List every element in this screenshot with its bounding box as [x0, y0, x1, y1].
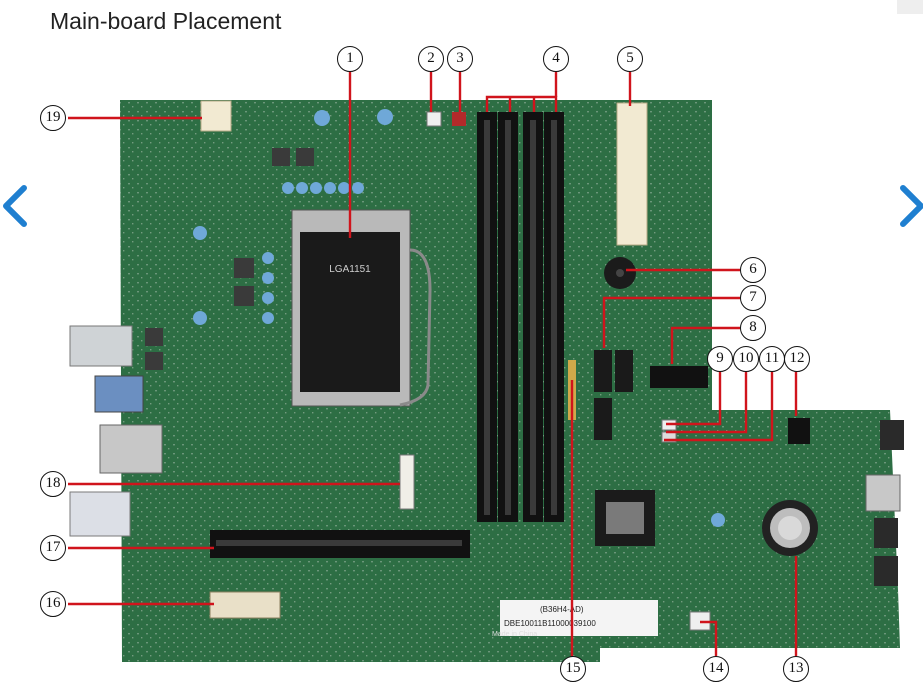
- leader-lines: [68, 72, 798, 656]
- front-audio-jack-2: [874, 518, 898, 548]
- callout-4: 4: [543, 46, 569, 72]
- callout-1: 1: [337, 46, 363, 72]
- atx-power-connector: [616, 102, 648, 246]
- callout-9: 9: [707, 346, 733, 372]
- front-audio-jack-3: [874, 556, 898, 586]
- callout-13: 13: [783, 656, 809, 682]
- cpu-power-connector: [200, 100, 232, 132]
- fan-header-2: [452, 112, 466, 126]
- fan-header-1: [426, 111, 442, 127]
- callout-18: 18: [40, 471, 66, 497]
- callout-16: 16: [40, 591, 66, 617]
- capacitors: [193, 109, 725, 527]
- socket-label: LGA1151: [329, 264, 371, 275]
- rear-usb-ports: [69, 325, 133, 367]
- inductors: [145, 148, 314, 370]
- callout-19: 19: [40, 105, 66, 131]
- board-sticker: [500, 600, 658, 636]
- chevron-left-icon: [3, 185, 27, 227]
- callout-11: 11: [759, 346, 785, 372]
- page-title: Main-board Placement: [50, 8, 282, 34]
- callout-7: 7: [740, 285, 766, 311]
- callout-10: 10: [733, 346, 759, 372]
- m2-slot-wifi: [650, 366, 708, 388]
- made-in-label: Made in China: [492, 631, 537, 638]
- corner-chip: [897, 0, 923, 14]
- sata-port-3: [594, 398, 612, 440]
- next-image-button[interactable]: [893, 184, 923, 228]
- board-serial: DBE10011B11000039100: [504, 619, 596, 628]
- front-usb-port: [865, 474, 901, 512]
- socket-lever: [399, 248, 432, 407]
- callout-8: 8: [740, 315, 766, 341]
- callout-6: 6: [740, 257, 766, 283]
- callout-14: 14: [703, 656, 729, 682]
- callout-5: 5: [617, 46, 643, 72]
- front-panel-header: [788, 418, 810, 444]
- pcie-x1-slot: [209, 591, 281, 619]
- sata-port-2: [615, 350, 633, 392]
- cpu-socket: [300, 232, 400, 392]
- callout-15: 15: [560, 656, 586, 682]
- callout-2: 2: [418, 46, 444, 72]
- front-audio-jack: [880, 420, 904, 450]
- board-model: (B36H4-AD): [540, 605, 584, 614]
- rear-vga-port: [69, 491, 131, 537]
- m2-slot: [399, 454, 415, 510]
- rear-lan-port: [99, 424, 163, 474]
- rear-usb3-ports: [94, 375, 144, 413]
- prev-image-button[interactable]: [0, 184, 30, 228]
- callout-3: 3: [447, 46, 473, 72]
- sata-port-1: [594, 350, 612, 392]
- callout-12: 12: [784, 346, 810, 372]
- callout-17: 17: [40, 535, 66, 561]
- chevron-right-icon: [900, 185, 923, 227]
